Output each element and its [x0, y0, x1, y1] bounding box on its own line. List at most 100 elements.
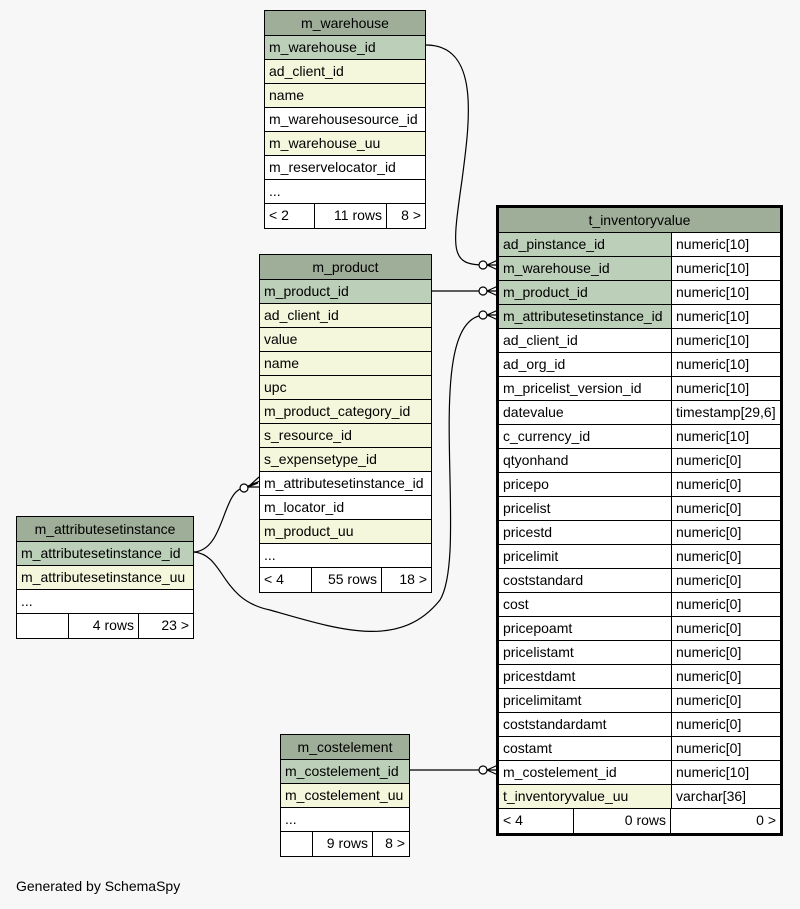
column-name: m_costelement_id [285, 763, 399, 779]
generated-by-label: Generated by SchemaSpy [16, 878, 181, 894]
children-count: 8 > [385, 835, 405, 851]
column-type: numeric[10] [671, 281, 780, 304]
column-name: datevalue [499, 401, 671, 424]
column-name: m_warehouse_uu [269, 135, 381, 151]
column-name: s_resource_id [264, 427, 352, 443]
column-name: coststandard [499, 569, 671, 592]
column-name: pricelimit [499, 545, 671, 568]
parents-count: < 4 [260, 568, 312, 592]
column-name: ad_client_id [269, 63, 344, 79]
column-name: ad_client_id [499, 329, 671, 352]
column-name: m_pricelist_version_id [499, 377, 671, 400]
column-name: coststandardamt [499, 713, 671, 736]
column-name: cost [499, 593, 671, 616]
column-name: m_warehouse_id [499, 257, 671, 280]
column-type: numeric[10] [671, 329, 780, 352]
children-count: 18 > [399, 571, 427, 587]
column-name: c_currency_id [499, 425, 671, 448]
column-type: numeric[0] [671, 713, 780, 736]
column-name: value [264, 331, 298, 347]
table-m-attributesetinstance[interactable]: m_attributesetinstance m_attributesetins… [16, 516, 194, 639]
column-type: numeric[0] [671, 593, 780, 616]
parents-count [17, 614, 69, 638]
column-name: pricelist [499, 497, 671, 520]
column-name: m_attributesetinstance_id [264, 475, 424, 491]
column-name: m_warehouse_id [269, 39, 376, 55]
children-count: 0 > [756, 812, 776, 828]
row-count: 55 rows [312, 568, 382, 592]
column-type: timestamp[29,6] [671, 401, 780, 424]
column-name: m_reservelocator_id [269, 159, 396, 175]
column-type: varchar[36] [671, 785, 780, 808]
column-name: m_costelement_uu [285, 787, 404, 803]
column-name: qtyonhand [499, 449, 671, 472]
row-count: 0 rows [574, 809, 671, 833]
column-name: m_attributesetinstance_uu [21, 569, 186, 585]
table-header: t_inventoryvalue [499, 208, 780, 233]
parents-count: < 4 [499, 809, 574, 833]
column-name: ad_org_id [499, 353, 671, 376]
column-name: ... [21, 593, 33, 609]
column-name: pricestdamt [499, 665, 671, 688]
column-type: numeric[0] [671, 737, 780, 760]
column-name: m_product_id [264, 283, 349, 299]
column-type: numeric[0] [671, 521, 780, 544]
column-name: pricepo [499, 473, 671, 496]
link-asi-inventory [193, 314, 485, 632]
column-name: pricelimitamt [499, 689, 671, 712]
children-count: 23 > [161, 617, 189, 633]
column-type: numeric[0] [671, 497, 780, 520]
column-type: numeric[0] [671, 689, 780, 712]
table-m-product[interactable]: m_product m_product_id ad_client_id valu… [259, 254, 432, 593]
column-type: numeric[10] [671, 257, 780, 280]
table-m-warehouse[interactable]: m_warehouse m_warehouse_id ad_client_id … [264, 10, 426, 229]
column-type: numeric[0] [671, 545, 780, 568]
column-name: pricepoamt [499, 617, 671, 640]
column-type: numeric[10] [671, 233, 780, 256]
table-header: m_costelement [281, 735, 409, 760]
column-name: m_product_category_id [264, 403, 411, 419]
column-name: costamt [499, 737, 671, 760]
table-m-costelement[interactable]: m_costelement m_costelement_id m_costele… [280, 734, 410, 857]
column-name: m_warehousesource_id [269, 111, 418, 127]
row-count: 9 rows [313, 832, 373, 856]
column-name: t_inventoryvalue_uu [499, 785, 671, 808]
column-name: m_product_id [499, 281, 671, 304]
column-name: ad_pinstance_id [499, 233, 671, 256]
column-type: numeric[0] [671, 473, 780, 496]
column-name: ... [285, 811, 297, 827]
row-count: 4 rows [69, 614, 139, 638]
column-name: upc [264, 379, 287, 395]
children-count: 8 > [401, 207, 421, 223]
column-name: m_product_uu [264, 523, 354, 539]
table-header: m_attributesetinstance [17, 517, 193, 542]
column-type: numeric[10] [671, 305, 780, 328]
column-name: m_locator_id [264, 499, 345, 515]
column-type: numeric[10] [671, 425, 780, 448]
link-asi-product [193, 487, 245, 553]
column-name: ad_client_id [264, 307, 339, 323]
column-name: name [264, 355, 300, 371]
table-header: m_product [260, 255, 431, 280]
parents-count: < 2 [265, 204, 315, 228]
column-type: numeric[0] [671, 665, 780, 688]
